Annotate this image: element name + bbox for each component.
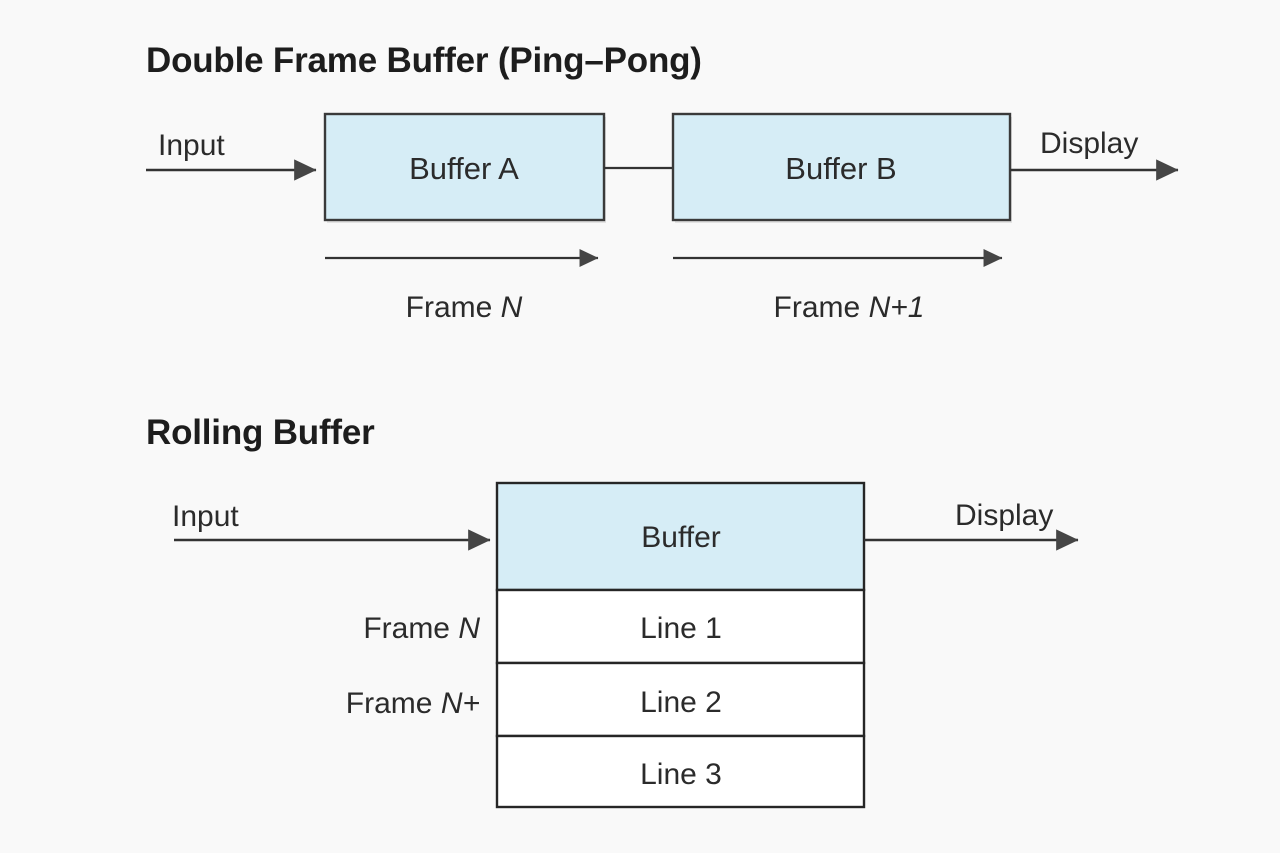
rolling-side-frame-n-prefix: Frame — [363, 612, 458, 645]
rolling-side-frame-n-plus-italic: N+ — [441, 687, 480, 720]
rolling-row-line-2-label: Line 2 — [640, 686, 722, 719]
rolling-side-frame-n-italic: N — [458, 612, 480, 645]
frame-n-plus-1-label: Frame N+1 — [774, 291, 925, 324]
buffer-a-label: Buffer A — [409, 151, 519, 186]
frame-n-plus-1-prefix: Frame — [774, 291, 869, 324]
section-title-rolling-buffer: Rolling Buffer — [146, 413, 375, 452]
rolling-side-label-frame-n-plus: Frame N+ — [346, 687, 480, 720]
rolling-side-frame-n-plus-prefix: Frame — [346, 687, 441, 720]
display-label-bottom: Display — [955, 499, 1053, 532]
frame-n-italic: N — [501, 291, 523, 324]
section-title-double-frame-buffer: Double Frame Buffer (Ping–Pong) — [146, 41, 702, 80]
buffer-b-box[interactable] — [671, 112, 1012, 222]
rolling-row-buffer-box[interactable] — [495, 481, 866, 592]
frame-n-plus-1-italic: N+1 — [869, 291, 925, 324]
frame-n-label: Frame N — [406, 291, 523, 324]
rolling-row-line-3-label: Line 3 — [640, 758, 722, 791]
input-label-top: Input — [158, 129, 225, 162]
input-label-bottom: Input — [172, 500, 239, 533]
frame-n-prefix: Frame — [406, 291, 501, 324]
display-label-top: Display — [1040, 127, 1138, 160]
rolling-row-buffer-label: Buffer — [641, 521, 721, 554]
rolling-row-line-3-box[interactable] — [495, 734, 866, 809]
buffer-b-label: Buffer B — [785, 151, 896, 186]
rolling-row-line-1-box[interactable] — [495, 588, 866, 665]
rolling-row-line-1-label: Line 1 — [640, 612, 722, 645]
buffer-a-box[interactable] — [323, 112, 606, 222]
rolling-side-label-frame-n: Frame N — [363, 612, 480, 645]
